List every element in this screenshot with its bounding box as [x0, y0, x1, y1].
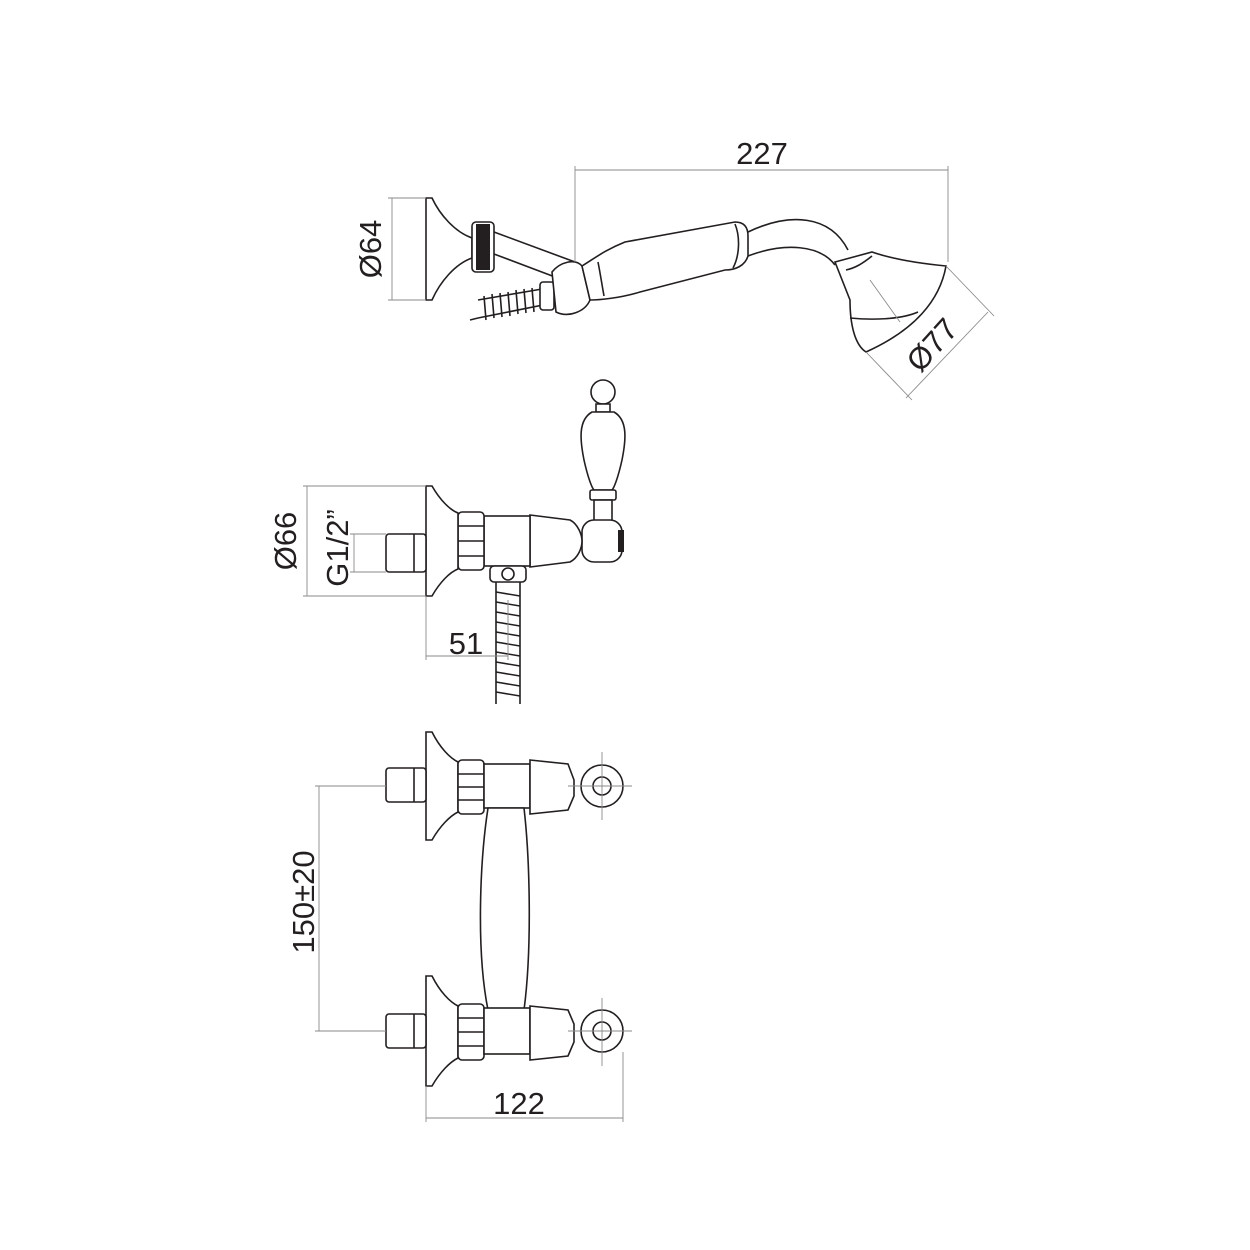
dim-64: Ø64 — [353, 197, 426, 301]
dim-label-66: Ø66 — [268, 512, 303, 571]
side-view-mixer — [385, 379, 626, 704]
dim-227: 227 — [574, 136, 949, 262]
hand-shower — [539, 218, 947, 353]
dim-66-g12: Ø66 G1/2” — [268, 485, 426, 597]
dim-label-227: 227 — [736, 136, 788, 171]
shower-hose-coil — [469, 286, 549, 321]
dim-label-64: Ø64 — [353, 220, 388, 279]
dim-label-51: 51 — [449, 626, 483, 661]
dim-150: 150±20 — [286, 785, 386, 1032]
dim-label-g12: G1/2” — [320, 509, 355, 587]
dim-label-150: 150±20 — [286, 850, 321, 953]
wall-holder — [425, 197, 576, 301]
dim-label-122: 122 — [493, 1086, 545, 1121]
front-view-mixer — [385, 731, 632, 1087]
dim-51: 51 — [425, 596, 509, 661]
dim-122: 122 — [425, 1052, 624, 1122]
